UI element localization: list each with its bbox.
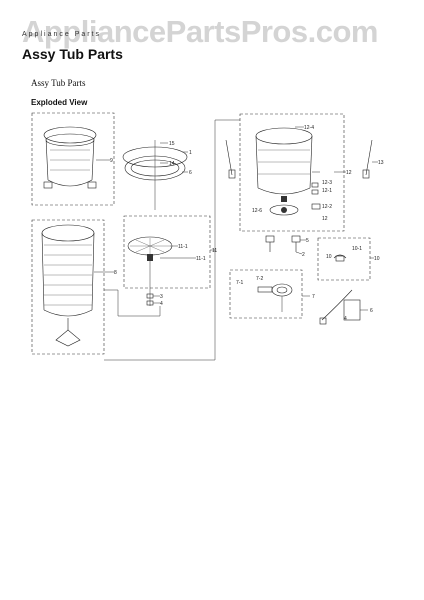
callout-12-1: 12-1 [322,188,332,194]
pulsator-part[interactable] [127,236,173,306]
tub-bracket-part[interactable] [311,182,321,210]
damper-part[interactable] [265,235,275,252]
callout-10-f: 10 [326,254,332,260]
callout-14: 14 [169,161,175,167]
callout-4: 4 [160,301,163,307]
callout-11: 11 [212,248,217,254]
callout-2: 2 [302,252,305,258]
callout-6: 6 [189,170,192,176]
callout-1: 1 [189,150,192,156]
group-box-8 [31,219,105,355]
callout-4b: 4 [344,316,347,322]
watermark: AppliancePartsPros.com [22,14,378,49]
callout-13: 13 [378,160,384,166]
callout-12-2: 12-2 [322,204,332,210]
outer-tub-part[interactable] [255,127,313,216]
suspension-rod-part[interactable] [362,139,373,179]
damper-part[interactable] [291,235,301,252]
subtitle: Assy Tub Parts [31,78,86,88]
balancer-ring-part[interactable] [122,140,188,210]
clutch-assembly-part[interactable] [257,283,293,312]
callout-12-4: 12-4 [304,125,314,131]
callout-7-2: 7-2 [256,276,263,282]
section-heading: Exploded View [31,98,88,107]
callout-5: 5 [306,238,309,244]
callout-9: 9 [110,158,113,164]
callout-12-0: 12 [322,216,328,222]
group-box-7 [229,269,303,319]
callout-7-1: 7-1 [236,280,243,286]
callout-10: 10 [374,256,380,262]
group-box-9 [31,112,115,206]
group-box-11 [123,215,211,289]
wire-harness-part[interactable] [319,289,361,325]
page-title: Assy Tub Parts [22,46,123,62]
suspension-rod-part[interactable] [225,139,236,179]
callout-6b: 6 [370,308,373,314]
callout-12-6: 12-6 [252,208,262,214]
leader-line [295,251,303,255]
callout-11-1: 11-1 [178,244,188,250]
callout-8: 8 [114,270,117,276]
callout-7: 7 [312,294,315,300]
callout-10-1: 10-1 [352,246,362,252]
spin-basket-part[interactable] [41,224,95,347]
callout-15: 15 [169,141,175,147]
tub-assembly-part[interactable] [43,126,97,189]
callout-3: 3 [160,294,163,300]
callout-12-3: 12-3 [322,180,332,186]
hose-assembly-part[interactable] [333,254,347,262]
connector-line [104,289,161,317]
group-box-10 [317,237,371,281]
callout-12: 12 [346,170,352,176]
callout-11-1b: 11-1 [196,256,206,262]
connector-line [104,119,240,361]
breadcrumb[interactable]: Appliance Parts [22,31,102,38]
group-box-12 [239,113,345,232]
